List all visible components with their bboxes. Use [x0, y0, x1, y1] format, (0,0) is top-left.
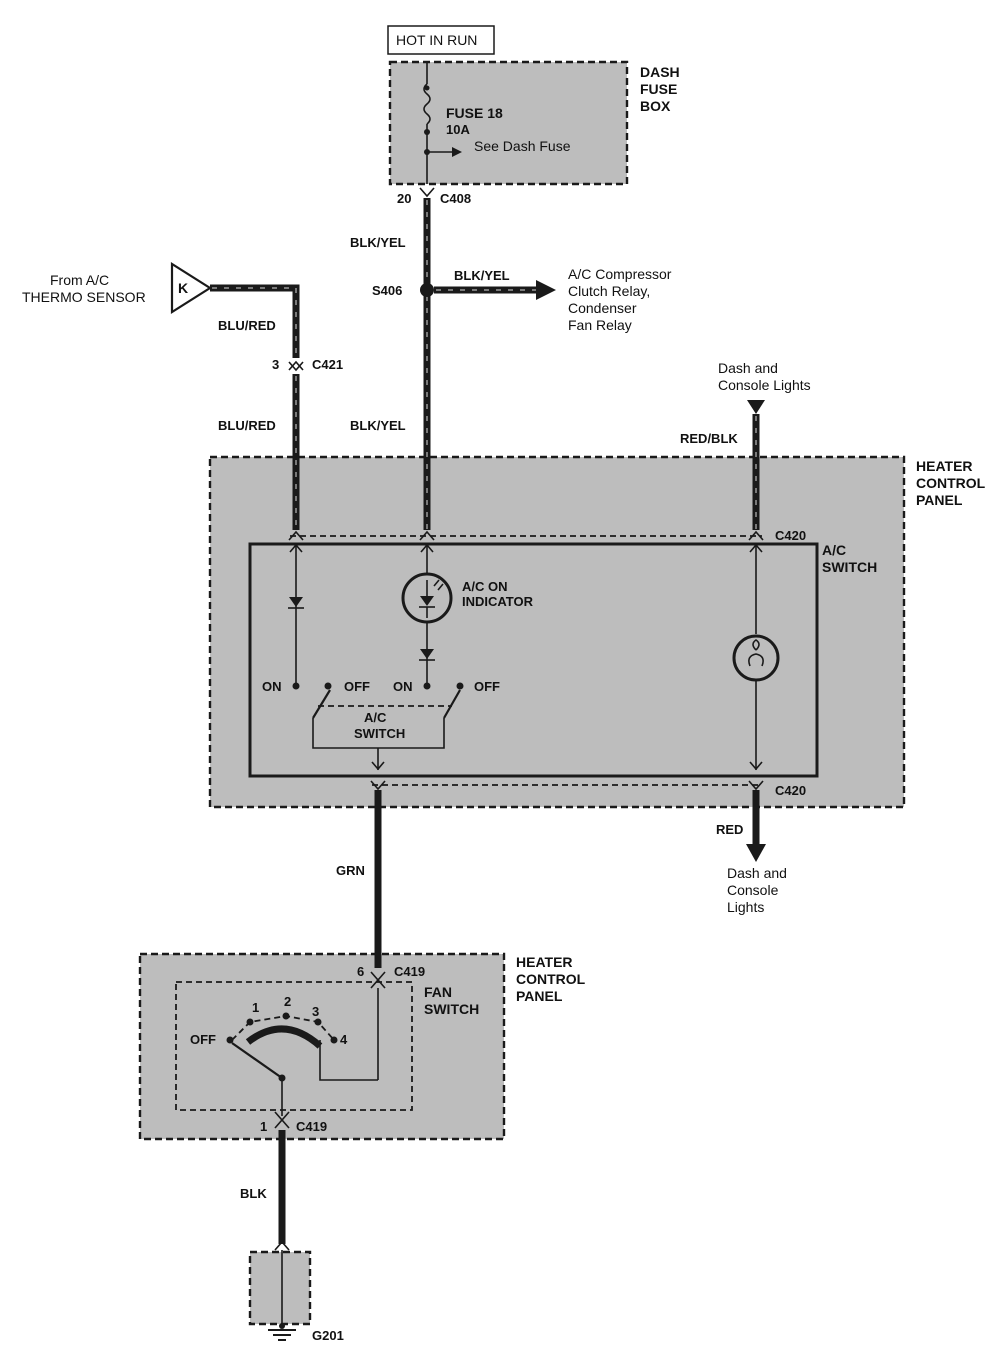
- c421-connector: [288, 361, 304, 372]
- fan-pos-1: 1: [252, 1000, 259, 1015]
- ac-switch-inner-2: SWITCH: [354, 726, 405, 741]
- heater-panel-bottom-1: HEATER: [516, 954, 573, 970]
- wire-blk-yel-label-1: BLK/YEL: [350, 235, 406, 250]
- branch-wire-label: BLK/YEL: [454, 268, 510, 283]
- fan-off-label: OFF: [190, 1032, 216, 1047]
- fuse-rating: 10A: [446, 122, 470, 137]
- see-dash-fuse: See Dash Fuse: [474, 138, 571, 154]
- s406-splice: [420, 283, 434, 297]
- compressor-dest-2: Clutch Relay,: [568, 283, 650, 299]
- c421-pin: 3: [272, 357, 279, 372]
- off-label-2: OFF: [474, 679, 500, 694]
- dash-console-bottom-2: Console: [727, 882, 779, 898]
- compressor-dest-3: Condenser: [568, 300, 637, 316]
- fan-pos-2: 2: [284, 994, 291, 1009]
- ac-on-indicator-label-1: A/C ON: [462, 579, 508, 594]
- wire-blk-yel-label-2: BLK/YEL: [350, 418, 406, 433]
- ac-switch-box-label-1: A/C: [822, 542, 846, 558]
- dash-console-top-arrow: [747, 400, 765, 414]
- fan-pos-4: 4: [340, 1032, 348, 1047]
- switch-blade-2: [443, 689, 461, 719]
- diode-left: [289, 597, 303, 607]
- c421-label: C421: [312, 357, 343, 372]
- wire-blu-red-label-1: BLU/RED: [218, 318, 276, 333]
- c419-bottom-pin: 1: [260, 1119, 267, 1134]
- heater-panel-bottom-2: CONTROL: [516, 971, 586, 987]
- wire-blu-red-label-2: BLU/RED: [218, 418, 276, 433]
- dash-console-top-1: Dash and: [718, 360, 778, 376]
- dash-fuse-box: [388, 60, 629, 186]
- fuse-label: FUSE 18: [446, 105, 503, 121]
- dash-console-bottom-3: Lights: [727, 899, 764, 915]
- switch-blade-1: [312, 689, 331, 719]
- heater-panel-top-2: CONTROL: [916, 475, 986, 491]
- ac-switch-box-label-2: SWITCH: [822, 559, 877, 575]
- g201-label: G201: [312, 1328, 344, 1343]
- fan-switch-label-2: SWITCH: [424, 1001, 479, 1017]
- dash-fuse-box-label-2: FUSE: [640, 81, 677, 97]
- s406-label: S406: [372, 283, 402, 298]
- fan-switch-contact-arc: [245, 1025, 323, 1049]
- c420-top-label: C420: [775, 528, 806, 543]
- on-label-2: ON: [393, 679, 413, 694]
- heater-panel-top-1: HEATER: [916, 458, 973, 474]
- dash-console-top-2: Console Lights: [718, 377, 811, 393]
- dash-console-bottom-1: Dash and: [727, 865, 787, 881]
- on-label-1: ON: [262, 679, 282, 694]
- heater-panel-bottom-3: PANEL: [516, 988, 563, 1004]
- c408-connector: [419, 187, 435, 198]
- connector-k-label: K: [178, 280, 188, 296]
- diode-middle: [420, 649, 434, 659]
- ground-block: [248, 1250, 312, 1326]
- connector-k-triangle: [170, 262, 213, 314]
- compressor-dest-4: Fan Relay: [568, 317, 632, 333]
- dash-fuse-box-label-3: BOX: [640, 98, 671, 114]
- compressor-dest-1: A/C Compressor: [568, 266, 672, 282]
- ac-switch-inner-1: A/C: [364, 710, 387, 725]
- dash-console-bottom-arrow: [746, 844, 766, 862]
- heater-panel-top-3: PANEL: [916, 492, 963, 508]
- c420-bottom-label: C420: [775, 783, 806, 798]
- fan-switch-box: [175, 981, 413, 1111]
- heater-control-panel-bottom: [138, 952, 506, 1141]
- fuse-symbol: [423, 83, 431, 125]
- branch-arrow: [536, 280, 556, 300]
- dash-fuse-box-label-1: DASH: [640, 64, 680, 80]
- off-label-1: OFF: [344, 679, 370, 694]
- wire-grn-label: GRN: [336, 863, 365, 878]
- wire-red-blk-label: RED/BLK: [680, 431, 738, 446]
- hot-in-run-box: [387, 25, 495, 55]
- hot-in-run-label: HOT IN RUN: [396, 32, 477, 48]
- c408-pin: 20: [397, 191, 411, 206]
- from-ac-1: From A/C: [50, 272, 109, 288]
- c419-top-label: C419: [394, 964, 425, 979]
- c419-bottom-label: C419: [296, 1119, 327, 1134]
- ac-on-indicator-label-2: INDICATOR: [462, 594, 534, 609]
- ac-switch-box: [248, 542, 819, 778]
- from-ac-2: THERMO SENSOR: [22, 289, 146, 305]
- fan-switch-label-1: FAN: [424, 984, 452, 1000]
- wire-red-label: RED: [716, 822, 743, 837]
- fan-pos-3: 3: [312, 1004, 319, 1019]
- panel-lamp: [732, 634, 780, 682]
- c408-label: C408: [440, 191, 471, 206]
- fan-switch-wiper: [231, 1042, 283, 1079]
- c419-top-pin: 6: [357, 964, 364, 979]
- wire-blk-label: BLK: [240, 1186, 267, 1201]
